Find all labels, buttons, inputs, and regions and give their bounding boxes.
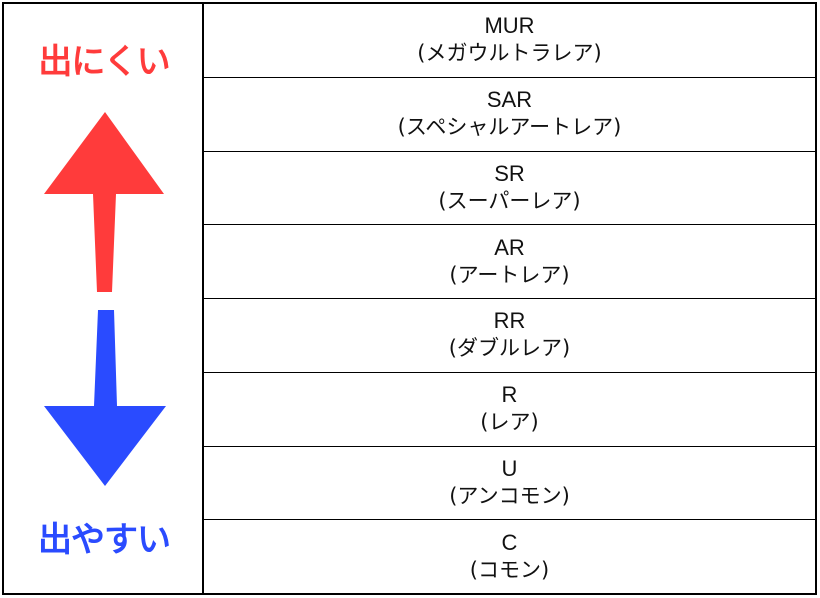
table-row: R (レア) — [204, 373, 815, 447]
table-row: U (アンコモン) — [204, 447, 815, 521]
rarity-code: U — [501, 455, 518, 481]
table-row: C (コモン) — [204, 520, 815, 593]
rarity-name: (レア) — [480, 410, 539, 435]
rarity-name: (スーパーレア) — [438, 188, 581, 213]
rarity-name: (アートレア) — [449, 262, 570, 287]
rarity-name: (ダブルレア) — [448, 336, 571, 361]
rarity-name: (スペシャルアートレア) — [397, 115, 622, 140]
rarity-name: (アンコモン) — [449, 483, 570, 508]
rarity-name: (メガウルトラレア) — [417, 41, 602, 66]
table-row: SAR (スペシャルアートレア) — [204, 78, 815, 152]
rarity-code: C — [501, 529, 518, 555]
rarity-code: SAR — [486, 87, 533, 113]
rarity-code: SR — [494, 160, 525, 186]
rarity-code: RR — [493, 308, 526, 334]
table-row: MUR (メガウルトラレア) — [204, 4, 815, 78]
rarity-list: MUR (メガウルトラレア) SAR (スペシャルアートレア) SR (スーパー… — [204, 4, 815, 593]
easy-to-pull-label: 出やすい — [38, 520, 171, 560]
rarity-code: AR — [494, 234, 525, 260]
rarity-scale-column: 出にくい 出やすい — [4, 4, 204, 593]
table-row: SR (スーパーレア) — [204, 152, 815, 226]
down-arrow-icon — [44, 310, 166, 486]
rarity-direction-arrows — [44, 112, 166, 486]
table-row: AR (アートレア) — [204, 225, 815, 299]
table-row: RR (ダブルレア) — [204, 299, 815, 373]
rarity-name: (コモン) — [469, 557, 550, 582]
hard-to-pull-label: 出にくい — [38, 42, 170, 82]
up-arrow-icon — [44, 112, 164, 292]
rarity-code: MUR — [484, 13, 535, 39]
rarity-code: R — [501, 382, 518, 408]
